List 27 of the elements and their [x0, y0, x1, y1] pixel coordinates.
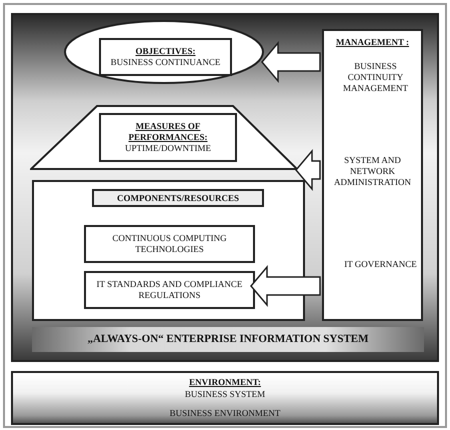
body-text: CONTINUOUS COMPUTING TECHNOLOGIES — [111, 233, 228, 255]
system-panel — [11, 13, 439, 362]
block-arrow — [295, 148, 321, 192]
heading-text: MANAGEMENT : — [334, 37, 410, 48]
heading-text: MEASURES OF PERFORMANCES: — [128, 121, 208, 143]
component-box — [84, 225, 255, 263]
body-text: UPTIME/DOWNTIME — [125, 143, 211, 154]
measures-box — [99, 113, 237, 162]
body-text: BUSINESS SYSTEM — [184, 389, 266, 400]
heading-text: COMPONENTS/RESOURCES — [116, 192, 240, 204]
body-text: BUSINESS ENVIRONMENT — [168, 408, 282, 419]
heading-text: OBJECTIVES: — [135, 46, 196, 57]
objectives-box — [99, 38, 232, 76]
management-panel — [322, 29, 423, 321]
heading-text: ENVIRONMENT: — [188, 377, 262, 388]
body-text: IT STANDARDS AND COMPLIANCE REGULATIONS — [96, 279, 244, 301]
components-panel — [32, 180, 305, 321]
body-text: IT GOVERNANCE — [344, 259, 417, 270]
environment-panel — [11, 371, 439, 425]
components-heading-box — [92, 189, 264, 207]
block-arrow — [261, 40, 321, 84]
body-text: BUSINESS CONTINUITY MANAGEMENT — [342, 61, 409, 94]
body-text: SYSTEM AND NETWORK ADMINISTRATION — [333, 155, 412, 188]
body-text: BUSINESS CONTINUANCE — [110, 57, 220, 68]
system-title: „ALWAYS-ON“ ENTERPRISE INFORMATION SYSTEM — [32, 327, 424, 352]
block-arrow — [250, 264, 321, 308]
component-box — [84, 271, 255, 309]
